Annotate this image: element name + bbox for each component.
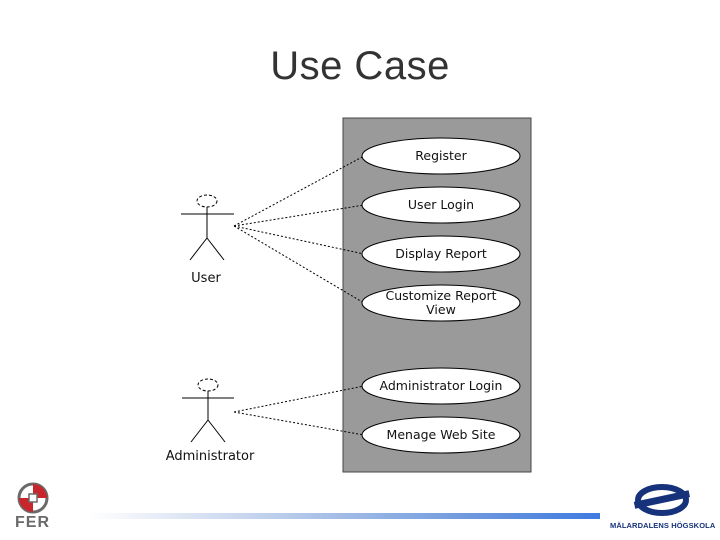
use-case-label: User Login <box>408 197 474 212</box>
use-case-ellipse <box>361 367 521 405</box>
use-case-ellipse <box>361 416 521 454</box>
use-case-label: Customize Report <box>385 288 496 303</box>
use-case-label: Menage Web Site <box>387 427 496 442</box>
associations <box>233 155 365 436</box>
mdh-logo-text: MÄLARDALENS HÖGSKOLA <box>610 521 716 530</box>
fer-logo <box>17 482 49 514</box>
actor-label: User <box>191 271 221 286</box>
use-case-menage-web-site: Menage Web Site <box>361 416 521 454</box>
actor-label: Administrator <box>166 449 255 464</box>
fer-logo-text: FER <box>15 514 50 531</box>
actor-head <box>197 378 219 392</box>
actor-head <box>196 194 218 208</box>
use-case-administrator-login: Administrator Login <box>361 367 521 405</box>
use-case-label: View <box>426 302 456 317</box>
actor-user: User <box>181 194 234 286</box>
use-case-ellipse <box>361 137 521 175</box>
use-case-label: Administrator Login <box>380 378 503 393</box>
actor-administrator: Administrator <box>166 378 255 464</box>
mdh-logo <box>633 484 691 516</box>
use-case-label: Register <box>415 148 467 163</box>
use-case-label: Display Report <box>395 246 487 261</box>
use-case-user-login: User Login <box>361 186 521 224</box>
association-line <box>233 225 365 304</box>
use-case-register: Register <box>361 137 521 175</box>
slide-title: Use Case <box>270 44 450 88</box>
use-case-display-report: Display Report <box>361 235 521 273</box>
use-case-ellipse <box>361 186 521 224</box>
use-case-ellipse <box>361 284 521 322</box>
use-case-ellipse <box>361 235 521 273</box>
footer-bar <box>88 513 600 519</box>
association-line <box>233 204 365 227</box>
association-line <box>233 155 365 227</box>
